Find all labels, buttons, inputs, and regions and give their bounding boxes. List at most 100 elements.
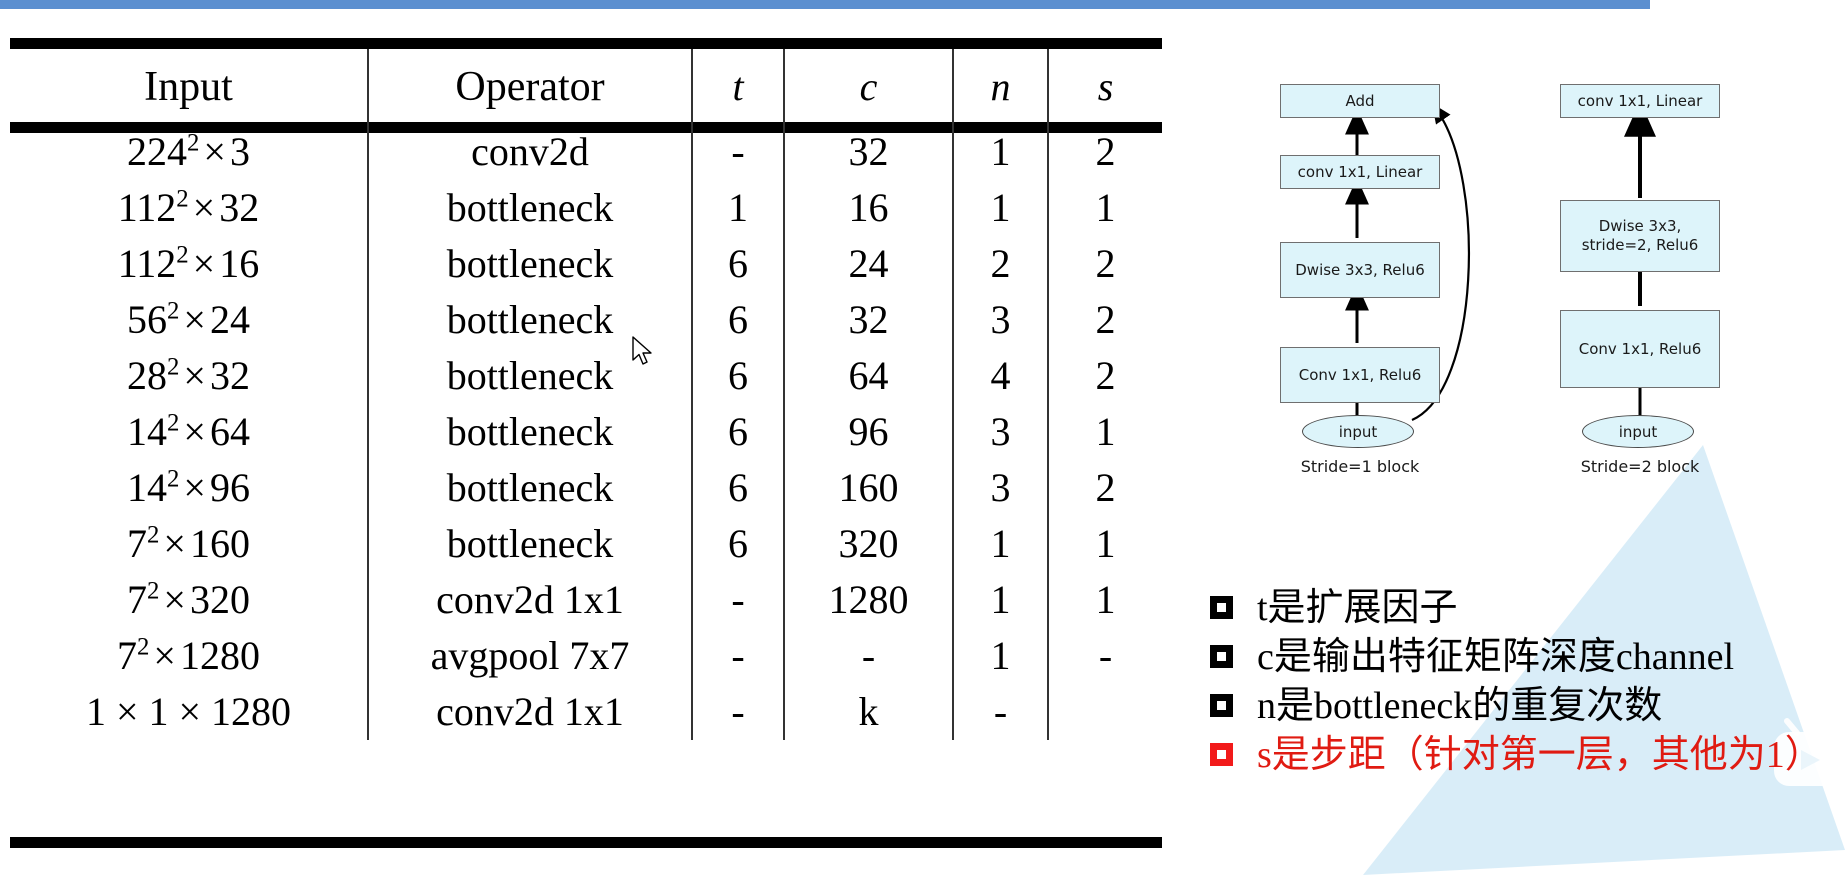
cell-c: 96 <box>783 404 953 460</box>
bullet-square-icon <box>1210 645 1233 668</box>
bullet-label: n是bottleneck的重复次数 <box>1257 685 1663 727</box>
cell-operator: bottleneck <box>367 348 692 404</box>
bullet-item: n是bottleneck的重复次数 <box>1210 683 1840 732</box>
table-rule-bottom <box>10 837 1162 848</box>
stride2-node-conv-linear: conv 1x1, Linear <box>1560 84 1720 118</box>
bullet-label: s是步距（针对第一层，其他为1） <box>1257 734 1823 776</box>
cell-s: 1 <box>1047 516 1162 572</box>
cell-n: 1 <box>952 628 1048 684</box>
cell-s: 1 <box>1047 572 1162 628</box>
cell-input: 142×96 <box>127 465 250 510</box>
cell-t: - <box>691 628 784 684</box>
cell-c: 160 <box>783 460 953 516</box>
bullet-label: t是扩展因子 <box>1257 587 1458 629</box>
cell-input: 562×24 <box>127 297 250 342</box>
cell-c: 32 <box>783 292 953 348</box>
cell-c: 16 <box>783 180 953 236</box>
cell-s: 2 <box>1047 236 1162 292</box>
stride1-node-conv-relu: Conv 1x1, Relu6 <box>1280 347 1440 403</box>
cell-operator: avgpool 7x7 <box>367 628 692 684</box>
cell-s: 1 <box>1047 180 1162 236</box>
column-header-n: n <box>952 49 1048 124</box>
cell-s: 1 <box>1047 404 1162 460</box>
cell-s: 2 <box>1047 348 1162 404</box>
column-header-t: t <box>691 49 784 124</box>
cell-s: 2 <box>1047 292 1162 348</box>
stride2-block-diagram: conv 1x1, Linear Dwise 3x3, stride=2, Re… <box>1560 60 1810 500</box>
cell-t: 6 <box>691 348 784 404</box>
cell-operator: bottleneck <box>367 516 692 572</box>
cell-t: 6 <box>691 292 784 348</box>
cell-n: 1 <box>952 516 1048 572</box>
cell-t: 6 <box>691 236 784 292</box>
cell-operator: conv2d <box>367 124 692 180</box>
cell-n: 1 <box>952 180 1048 236</box>
column-header-input: Input <box>144 63 233 110</box>
cell-input: 72×1280 <box>117 633 260 678</box>
bullet-item: c是输出特征矩阵深度channel <box>1210 634 1840 683</box>
cell-c: 64 <box>783 348 953 404</box>
cell-operator: bottleneck <box>367 460 692 516</box>
cell-t: 6 <box>691 516 784 572</box>
cell-n: 3 <box>952 404 1048 460</box>
cell-operator: bottleneck <box>367 180 692 236</box>
cell-s: 2 <box>1047 124 1162 180</box>
cell-c: 32 <box>783 124 953 180</box>
cell-t: 6 <box>691 404 784 460</box>
cell-n: 3 <box>952 460 1048 516</box>
bullet-item: t是扩展因子 <box>1210 585 1840 634</box>
cell-n: 2 <box>952 236 1048 292</box>
cell-operator: conv2d 1x1 <box>367 684 692 740</box>
bullet-square-icon <box>1210 694 1233 717</box>
stride2-dwise-line1: Dwise 3x3, <box>1598 217 1682 236</box>
stride1-node-dwise: Dwise 3x3, Relu6 <box>1280 242 1440 298</box>
cell-input: 1122×32 <box>117 185 260 230</box>
column-header-operator: Operator <box>367 49 692 124</box>
cell-input: 72×160 <box>127 521 250 566</box>
cell-c: - <box>783 628 953 684</box>
cell-input: 2242×3 <box>127 129 250 174</box>
cell-operator: conv2d 1x1 <box>367 572 692 628</box>
cell-input: 72×320 <box>127 577 250 622</box>
cell-operator: bottleneck <box>367 292 692 348</box>
cell-c: 24 <box>783 236 953 292</box>
bullet-label: c是输出特征矩阵深度channel <box>1257 636 1735 678</box>
stride2-node-input: input <box>1582 415 1694 448</box>
legend-bullet-list: t是扩展因子 c是输出特征矩阵深度channel n是bottleneck的重复次数… <box>1210 585 1840 781</box>
cell-operator: bottleneck <box>367 404 692 460</box>
cell-input: 1 × 1 × 1280 <box>85 689 292 734</box>
cell-t: - <box>691 684 784 740</box>
cell-n: 4 <box>952 348 1048 404</box>
stride2-dwise-line2: stride=2, Relu6 <box>1581 236 1699 254</box>
bullet-item: s是步距（针对第一层，其他为1） <box>1210 732 1840 781</box>
cell-operator: bottleneck <box>367 236 692 292</box>
cell-s <box>1047 684 1162 740</box>
cell-n: - <box>952 684 1048 740</box>
cell-n: 1 <box>952 124 1048 180</box>
cell-input: 282×32 <box>127 353 250 398</box>
stride1-node-input: input <box>1302 415 1414 448</box>
cell-input: 1122×16 <box>117 241 260 286</box>
column-header-c: c <box>783 49 953 124</box>
cell-n: 3 <box>952 292 1048 348</box>
stride1-block-diagram: Add conv 1x1, Linear Dwise 3x3, Relu6 Co… <box>1280 60 1530 500</box>
bullet-square-icon <box>1210 743 1233 766</box>
cell-t: 1 <box>691 180 784 236</box>
cell-n: 1 <box>952 572 1048 628</box>
cell-c: 1280 <box>783 572 953 628</box>
cell-t: - <box>691 124 784 180</box>
table-rule-top <box>10 38 1162 49</box>
cell-t: 6 <box>691 460 784 516</box>
cell-input: 142×64 <box>127 409 250 454</box>
